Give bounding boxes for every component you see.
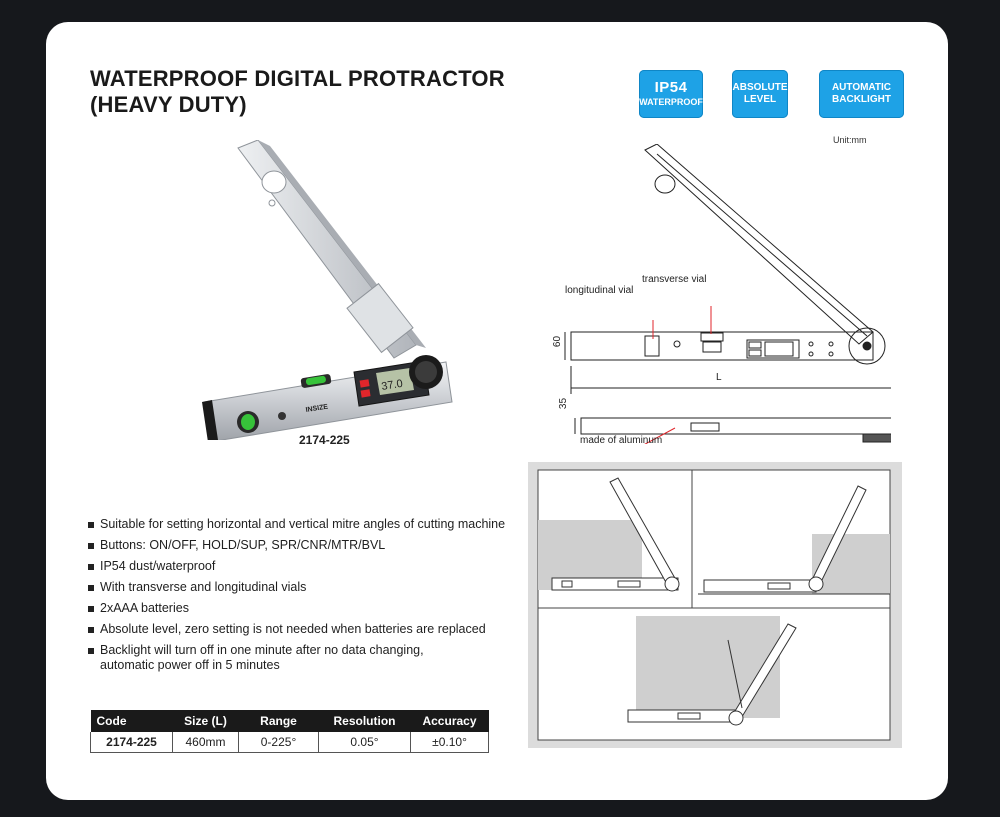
lcd-screen — [376, 368, 414, 395]
spec-cell-resolution: 0.05° — [318, 732, 411, 753]
spec-cell-range: 0-225° — [238, 732, 319, 753]
spec-header-size: Size (L) — [172, 710, 239, 732]
ip54-badge: IP54 WATERPROOF — [639, 70, 703, 118]
feature-item: IP54 dust/waterproof — [88, 559, 548, 574]
badge-ip54-label: IP54 — [654, 79, 688, 96]
transverse-vial — [305, 375, 326, 386]
drawing-base-bar — [570, 331, 874, 361]
end-cap — [202, 400, 218, 440]
lcd-reading: 37.0 — [381, 378, 404, 393]
length-dimension: L — [716, 372, 722, 383]
spec-cell-code: 2174-225 — [90, 732, 173, 753]
material-label: made of aluminum — [580, 435, 663, 446]
badge-backlight-label: BACKLIGHT — [832, 94, 891, 105]
spec-table: Code Size (L) Range Resolution Accuracy … — [90, 710, 489, 753]
spec-header-row: Code Size (L) Range Resolution Accuracy — [90, 710, 489, 732]
page-title: WATERPROOF DIGITAL PROTRACTOR (HEAVY DUT… — [90, 66, 505, 118]
badge-waterproof-label: WATERPROOF — [639, 97, 703, 107]
transverse-vial-label: transverse vial — [642, 274, 707, 285]
usage-scene-1 — [538, 477, 680, 592]
product-model-label: 2174-225 — [299, 433, 350, 447]
technical-drawing — [564, 144, 891, 444]
drawing-transverse-vial — [700, 332, 724, 342]
unit-label: Unit:mm — [833, 135, 867, 145]
arm-plate — [346, 282, 414, 354]
usage-scene-3 — [627, 616, 797, 726]
longitudinal-vial-label: longitudinal vial — [565, 285, 634, 296]
drawing-display — [746, 339, 800, 359]
hold-button — [360, 389, 371, 398]
spec-header-code: Code — [90, 710, 173, 732]
feature-list: Suitable for setting horizontal and vert… — [88, 517, 548, 679]
badge-absolute-label: ABSOLUTE — [732, 82, 788, 93]
badge-automatic-label: AUTOMATIC — [831, 82, 892, 93]
title-line-1: WATERPROOF DIGITAL PROTRACTOR — [90, 66, 505, 91]
mount-hole — [278, 412, 286, 420]
drawing-knob-side — [862, 433, 891, 443]
feature-item: Buttons: ON/OFF, HOLD/SUP, SPR/CNR/MTR/B… — [88, 538, 548, 553]
feature-item: Suitable for setting horizontal and vert… — [88, 517, 548, 532]
spec-cell-accuracy: ±0.10° — [410, 732, 489, 753]
arm-rivet — [268, 199, 276, 207]
power-button — [359, 379, 370, 388]
automatic-backlight-badge: AUTOMATIC BACKLIGHT — [819, 70, 904, 118]
badge-level-label: LEVEL — [743, 94, 777, 105]
feature-item: With transverse and longitudinal vials — [88, 580, 548, 595]
drawing-arm-hole — [654, 174, 676, 194]
drawing-vial-window — [702, 341, 722, 353]
arm-hole — [261, 170, 287, 194]
drawing-side-view — [580, 417, 891, 435]
height-dimension: 60 — [552, 335, 564, 348]
protractor-photo: INSIZE 37.0 — [202, 140, 453, 440]
spec-header-resolution: Resolution — [318, 710, 411, 732]
brand-logo: INSIZE — [305, 403, 329, 413]
product-sheet: WATERPROOF DIGITAL PROTRACTOR (HEAVY DUT… — [46, 22, 948, 800]
absolute-level-badge: ABSOLUTE LEVEL — [732, 70, 788, 118]
spec-cell-size: 460mm — [172, 732, 239, 753]
feature-item: Absolute level, zero setting is not need… — [88, 622, 548, 637]
title-line-2: (HEAVY DUTY) — [90, 92, 247, 117]
drawing-pivot — [848, 327, 886, 365]
drawing-longitudinal-vial — [644, 335, 660, 357]
spec-header-range: Range — [238, 710, 319, 732]
feature-item: Backlight will turn off in one minute af… — [88, 643, 548, 673]
thickness-dimension: 35 — [558, 397, 570, 410]
drawing-upper-arm — [644, 144, 874, 345]
feature-item: 2xAAA batteries — [88, 601, 548, 616]
table-row: 2174-225 460mm 0-225° 0.05° ±0.10° — [90, 732, 489, 753]
longitudinal-vial — [241, 414, 255, 430]
usage-illustrations — [528, 462, 902, 748]
usage-scene-2 — [698, 485, 890, 595]
spec-header-accuracy: Accuracy — [410, 710, 489, 732]
lock-knob-center — [415, 361, 437, 383]
